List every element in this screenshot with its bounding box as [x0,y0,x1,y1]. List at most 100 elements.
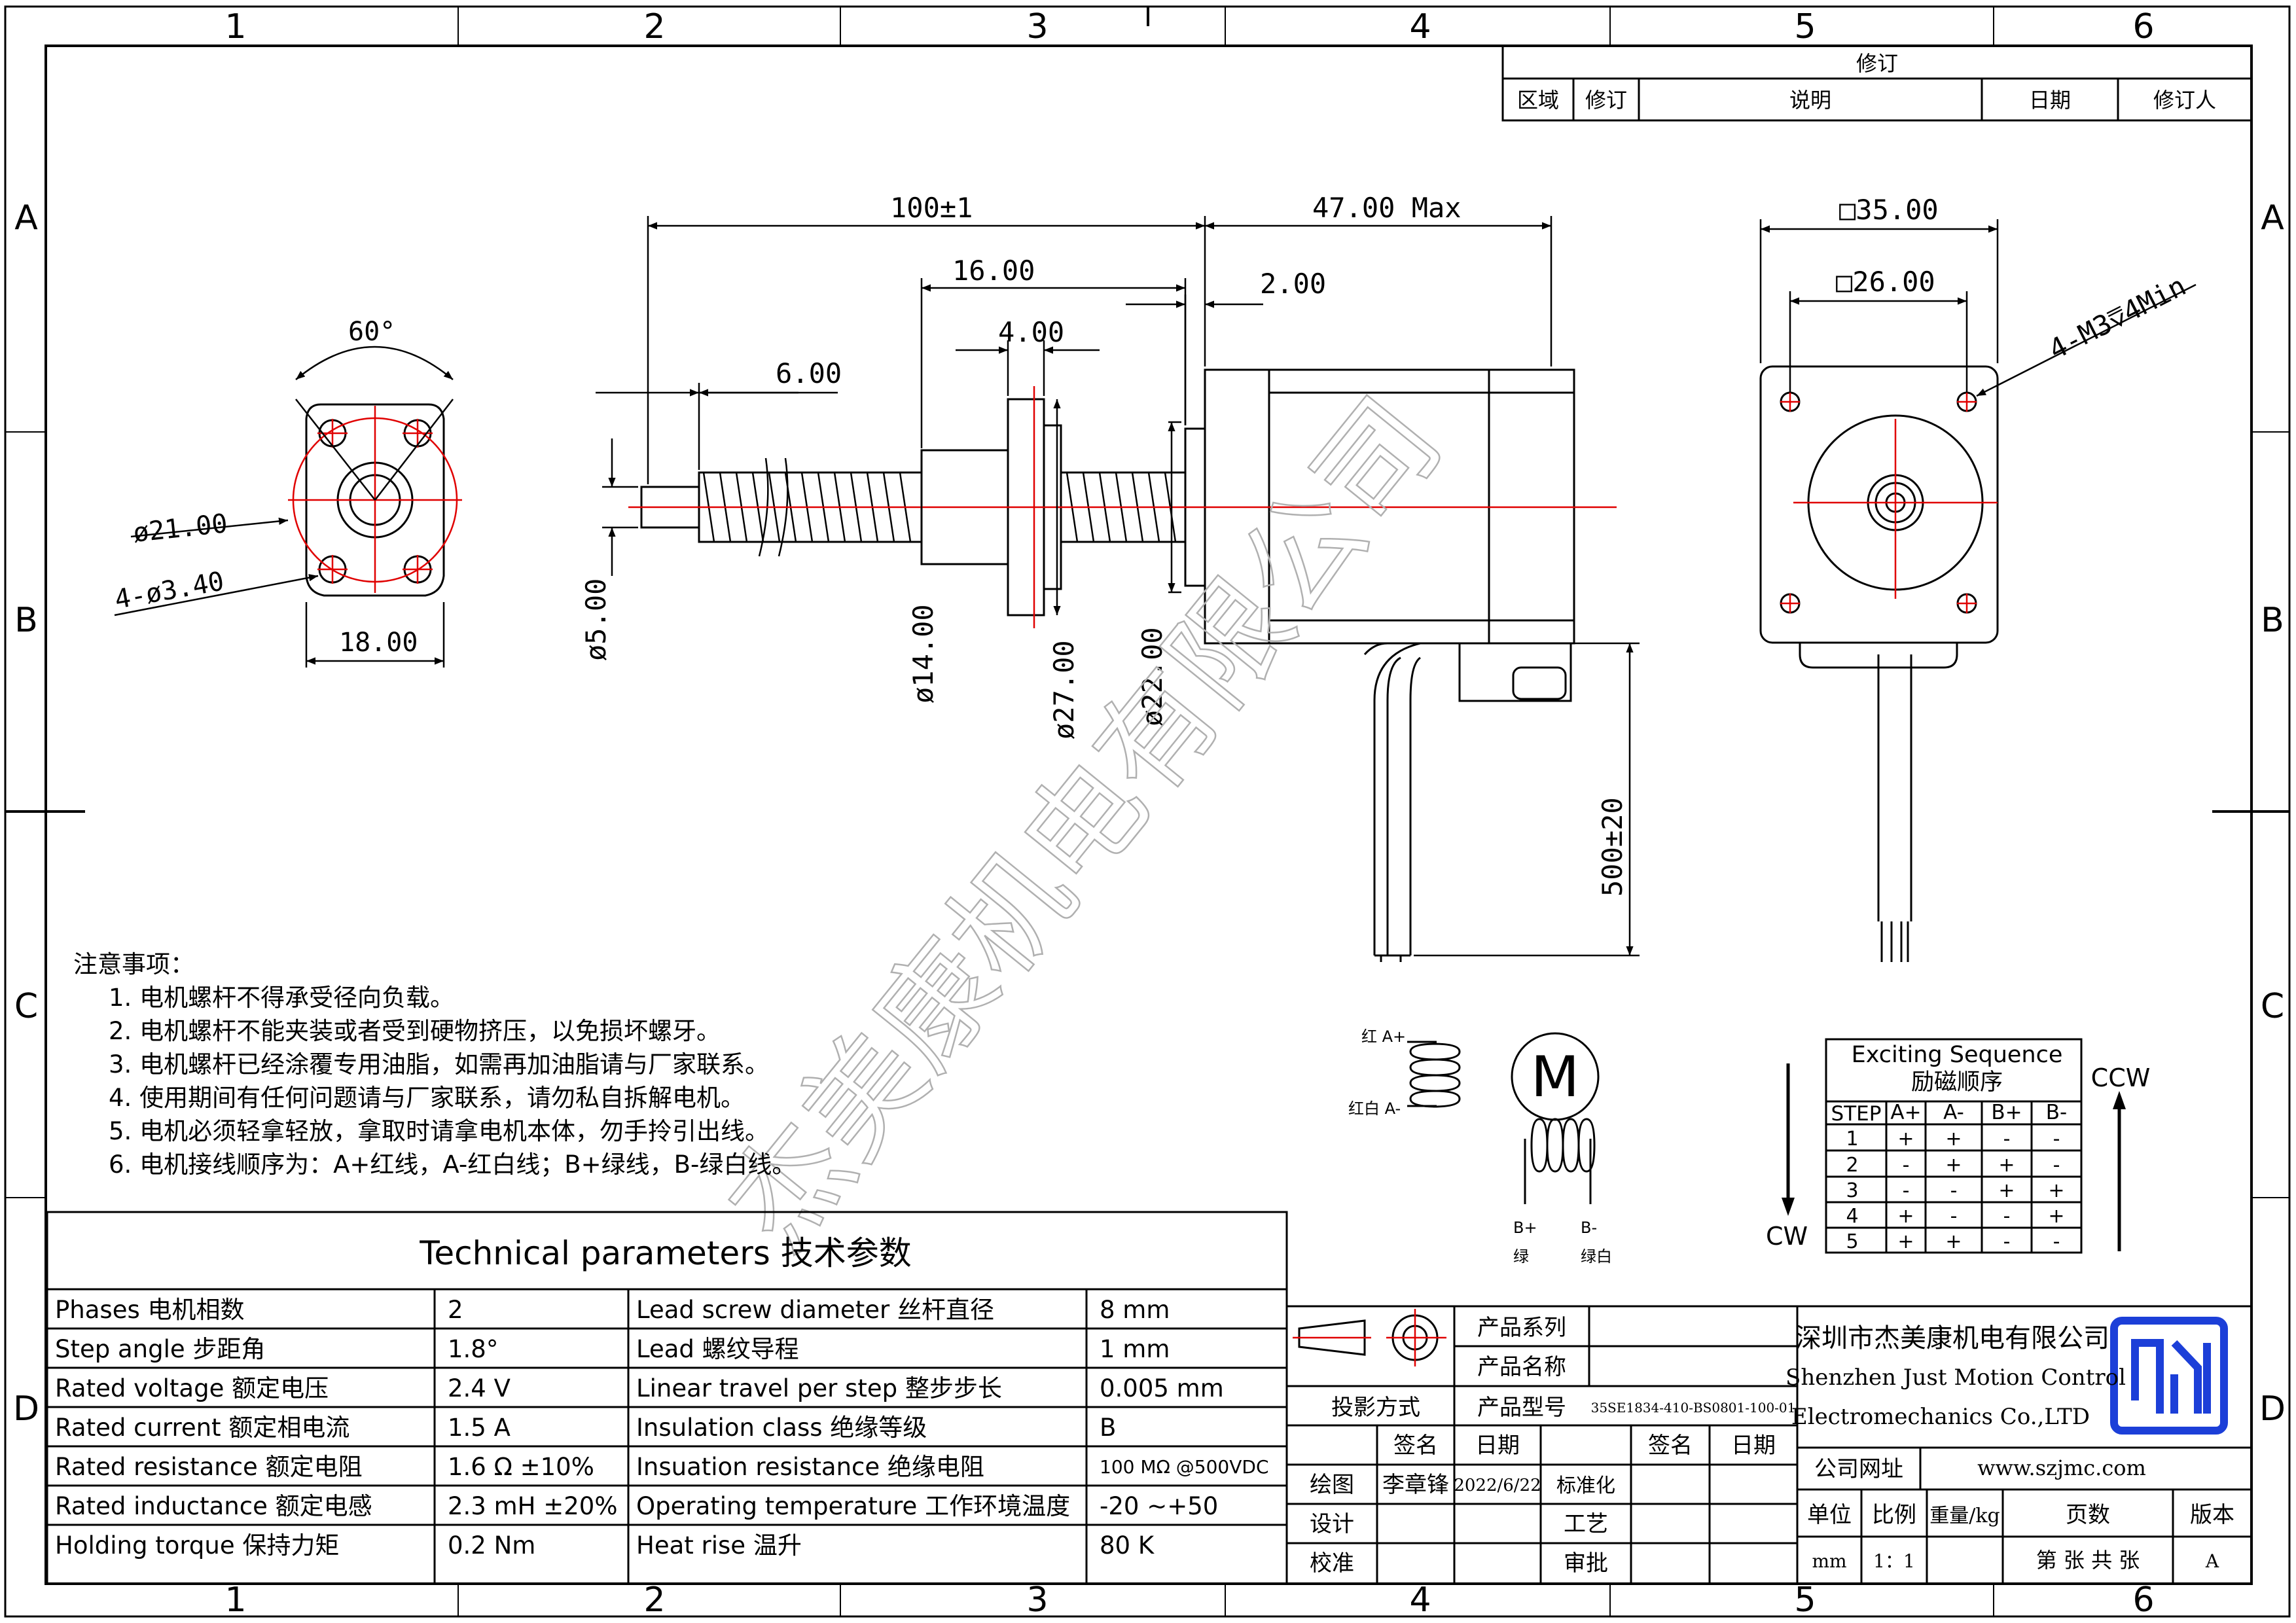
wire-b-plus-color: 绿 [1513,1247,1529,1266]
wire-b-minus-color: 绿白 [1581,1247,1612,1266]
revision-header: 说明 [1789,88,1831,113]
cw-label: CW [1766,1222,1808,1251]
col-label: 4 [1409,1580,1431,1620]
tech-right-label: Heat rise 温升 [636,1531,802,1560]
dim-lead500: 500±20 [1596,797,1628,897]
note-item: 4. 使用期间有任何问题请与厂家联系，请勿私自拆解电机。 [109,1084,745,1112]
tech-left-value: 2 [448,1296,463,1324]
row-label: C [2261,987,2284,1026]
exciting-table [1825,1038,2083,1254]
revision-header: 修订人 [2153,88,2216,113]
col-label: 2 [643,7,665,46]
exc-cell: - [2003,1230,2011,1253]
border-labels: 1 2 3 4 5 6 1 2 3 4 5 6 A B C D A B C D [13,7,2286,1620]
exc-cell: - [2053,1128,2060,1150]
col-label: 5 [1794,1580,1816,1620]
exc-cell: 1 [1846,1128,1858,1150]
tech-right-label: Lead 螺纹导程 [636,1335,799,1363]
tech-right-value: 1 mm [1100,1335,1170,1363]
tb-process-label: 工艺 [1564,1511,1608,1537]
tb-projection-label: 投影方式 [1331,1395,1420,1421]
exc-cell: - [1903,1154,1910,1177]
motor-front-centerlines [1780,392,1998,613]
revision-title: 修订 [1856,51,1898,76]
flange-centerlines [288,406,462,593]
row-label: C [14,987,38,1026]
dim-d6: 6.00 [776,357,842,389]
dim-phi22: ø22.00 [1136,627,1168,726]
exc-cell: + [1945,1154,1962,1177]
tb-sign2: 签名 [1648,1433,1693,1459]
title-block [1285,1305,2253,1585]
tech-title: Technical parameters 技术参数 [420,1234,912,1272]
motor-symbol: M [1531,1044,1579,1110]
wire-b-minus: B- [1581,1219,1597,1237]
exc-cell: - [1903,1179,1910,1202]
revision-header: 修订 [1585,88,1627,113]
dim-d16: 16.00 [952,255,1035,287]
dim-len100: 100±1 [890,192,973,224]
tb-website: www.szjmc.com [1977,1455,2146,1480]
tb-scale-label: 比例 [1872,1502,1916,1528]
dim-angle: 60° [348,317,395,347]
tb-company-cn: 深圳市杰美康机电有限公司 [1795,1323,2109,1353]
tb-unit: mm [1812,1550,1846,1572]
tech-left-value: 0.2 Nm [448,1531,536,1560]
row-label: D [2259,1389,2286,1429]
tb-std-label: 标准化 [1556,1474,1615,1497]
exc-cell: + [2048,1179,2064,1202]
revision-header: 区域 [1517,88,1559,113]
wire-a-plus: 红 A+ [1361,1027,1406,1046]
exc-header: B- [2046,1101,2067,1124]
tb-series-label: 产品系列 [1477,1315,1566,1341]
exc-header: A+ [1890,1101,1921,1124]
motor-front-dims [1759,219,2197,397]
tb-design-label: 设计 [1310,1511,1354,1537]
row-label: A [14,198,38,238]
exc-cell: + [1945,1230,1962,1253]
tech-right-label: Insuation resistance 绝缘电阻 [636,1453,984,1481]
tb-pages-label: 页数 [2066,1502,2110,1528]
exc-header: B+ [1991,1101,2022,1124]
note-item: 6. 电机接线顺序为：A+红线，A-红白线；B+绿线，B-绿白线。 [109,1150,797,1179]
exc-cell: - [2053,1154,2060,1177]
tb-date: 日期 [1475,1433,1520,1459]
tech-right-value: 100 MΩ @500VDC [1100,1456,1269,1478]
exc-cell: + [1998,1179,2015,1202]
row-label: B [2261,601,2284,640]
col-label: 5 [1794,7,1816,46]
tb-version: A [2205,1550,2219,1572]
ccw-arrow-head [2113,1091,2126,1109]
col-label: 6 [2132,7,2154,46]
exc-cell: + [2048,1205,2064,1228]
col-label: 4 [1409,7,1431,46]
revision-header: 日期 [2029,88,2071,113]
tech-left-value: 2.4 V [448,1374,511,1402]
tb-website-label: 公司网址 [1814,1456,1903,1482]
side-dims [596,216,1640,957]
tb-check-label: 校准 [1310,1550,1354,1577]
tech-left-value: 1.8° [448,1335,499,1363]
tb-draw-date: 2022/6/22 [1454,1476,1541,1495]
dim-phi27: ø27.00 [1048,640,1080,740]
flange-dims [114,346,454,668]
dim-holes: 4-ø3.40 [113,566,226,615]
tech-right-value: 80 K [1100,1531,1155,1560]
dim-d2: 2.00 [1260,268,1326,300]
tb-unit-label: 单位 [1807,1502,1852,1528]
exciting-title-en: Exciting Sequence [1852,1042,2063,1068]
tech-left-label: Rated voltage 额定电压 [55,1374,329,1402]
note-item: 5. 电机必须轻拿轻放，拿取时请拿电机本体，勿手拎引出线。 [109,1117,770,1145]
exc-cell: - [2053,1230,2060,1253]
col-label: 6 [2132,1580,2154,1620]
exc-header: STEP [1831,1102,1882,1126]
tb-scale: 1：1 [1873,1550,1915,1572]
col-label: 3 [1026,1580,1048,1620]
tb-name-label: 产品名称 [1477,1354,1566,1380]
dim-sq26: □26.00 [1836,266,1935,298]
row-label: B [14,601,38,640]
exciting-arrows [1786,1063,2121,1251]
exc-cell: + [1945,1128,1962,1150]
dim-w18: 18.00 [339,628,418,658]
tb-approve-label: 审批 [1564,1550,1608,1577]
